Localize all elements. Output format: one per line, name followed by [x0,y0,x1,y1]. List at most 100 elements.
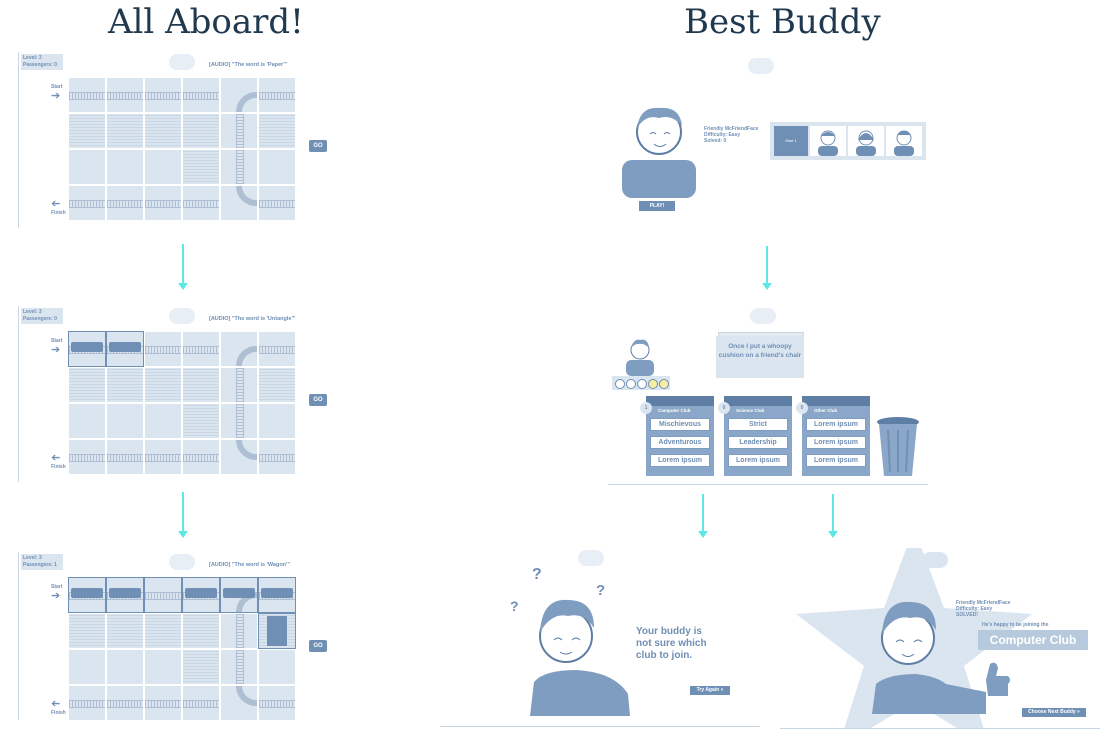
track-cell[interactable] [69,686,105,720]
track-cell[interactable] [183,114,219,148]
track-cell[interactable] [145,150,181,184]
track-cell[interactable] [259,686,295,720]
quote-card[interactable]: Once I put a whoopy cushion on a friend'… [716,336,804,378]
track-cell[interactable] [145,440,181,474]
track-cell[interactable] [183,368,219,402]
track-cell[interactable] [107,686,143,720]
track-cell[interactable] [144,577,182,613]
track-cell[interactable] [145,404,181,438]
go-button[interactable]: GO [309,640,327,652]
track-cell[interactable] [107,150,143,184]
track-cell[interactable] [107,186,143,220]
track-cell[interactable] [221,614,257,648]
track-cell[interactable] [183,404,219,438]
track-cell[interactable] [145,650,181,684]
track-cell[interactable] [221,332,257,366]
trait-card[interactable]: Lorem ipsum [806,436,866,449]
track-cell[interactable] [259,114,295,148]
track-cell[interactable] [221,686,257,720]
track-cell[interactable] [221,186,257,220]
track-cell[interactable] [107,368,143,402]
track-cell[interactable] [69,614,105,648]
track-cell[interactable] [259,78,295,112]
track-cell[interactable] [183,332,219,366]
track-cell[interactable] [107,404,143,438]
track-cell[interactable] [69,368,105,402]
track-cell[interactable] [259,332,295,366]
track-cell[interactable] [221,650,257,684]
track-cell[interactable] [107,440,143,474]
play-button[interactable]: PLAY! [639,201,675,211]
speaker-icon[interactable] [748,58,774,74]
trait-card[interactable]: Lorem ipsum [806,418,866,431]
track-cell[interactable] [69,114,105,148]
go-button[interactable]: GO [309,394,327,406]
track-cell[interactable] [145,686,181,720]
track-cell[interactable] [69,650,105,684]
trait-card[interactable]: Lorem ipsum [728,454,788,467]
track-cell[interactable] [145,368,181,402]
track-cell[interactable] [69,440,105,474]
trash-can-icon[interactable] [876,416,920,478]
track-cell[interactable] [221,78,257,112]
track-cell[interactable] [107,650,143,684]
trait-card[interactable]: Mischievous [650,418,710,431]
go-button[interactable]: GO [309,140,327,152]
trait-card[interactable]: Lorem ipsum [650,454,710,467]
track-cell[interactable] [182,577,220,613]
track-cell[interactable] [259,440,295,474]
track-cell[interactable] [107,78,143,112]
trait-card[interactable]: Leadership [728,436,788,449]
try-again-button[interactable]: Try Again » [690,686,730,695]
speaker-icon[interactable] [169,54,195,70]
track-cell[interactable] [106,577,144,613]
track-cell[interactable] [258,613,296,649]
speaker-icon[interactable] [750,308,776,324]
track-cell[interactable] [221,150,257,184]
track-cell[interactable] [69,404,105,438]
track-cell[interactable] [259,404,295,438]
track-cell[interactable] [183,440,219,474]
trait-card[interactable]: Lorem ipsum [806,454,866,467]
track-cell[interactable] [68,331,106,367]
track-cell[interactable] [145,332,181,366]
track-cell[interactable] [221,404,257,438]
buddy-choice-3[interactable] [886,126,922,156]
track-cell[interactable] [183,186,219,220]
speaker-icon[interactable] [922,552,948,568]
track-cell[interactable] [145,614,181,648]
speaker-icon[interactable] [169,308,195,324]
speaker-icon[interactable] [169,554,195,570]
track-cell[interactable] [259,186,295,220]
strip-start[interactable]: Start 1 [774,126,808,156]
track-cell[interactable] [69,150,105,184]
track-cell[interactable] [220,577,258,613]
track-cell[interactable] [259,368,295,402]
track-cell[interactable] [107,614,143,648]
track-cell[interactable] [221,368,257,402]
track-cell[interactable] [258,577,296,613]
track-cell[interactable] [183,650,219,684]
track-cell[interactable] [68,577,106,613]
speaker-icon[interactable] [578,550,604,566]
track-cell[interactable] [145,186,181,220]
choose-next-buddy-button[interactable]: Choose Next Buddy » [1022,708,1086,717]
trait-card[interactable]: Strict [728,418,788,431]
track-cell[interactable] [259,150,295,184]
track-cell[interactable] [183,686,219,720]
trait-card[interactable]: Adventurous [650,436,710,449]
track-cell[interactable] [107,114,143,148]
track-cell[interactable] [183,614,219,648]
buddy-choice-1[interactable] [810,126,846,156]
track-cell[interactable] [69,78,105,112]
track-cell[interactable] [145,78,181,112]
track-cell[interactable] [145,114,181,148]
track-cell[interactable] [221,440,257,474]
track-cell[interactable] [221,114,257,148]
track-cell[interactable] [69,186,105,220]
buddy-choice-2[interactable] [848,126,884,156]
track-cell[interactable] [259,650,295,684]
track-cell[interactable] [183,150,219,184]
track-cell[interactable] [106,331,144,367]
track-cell[interactable] [183,78,219,112]
